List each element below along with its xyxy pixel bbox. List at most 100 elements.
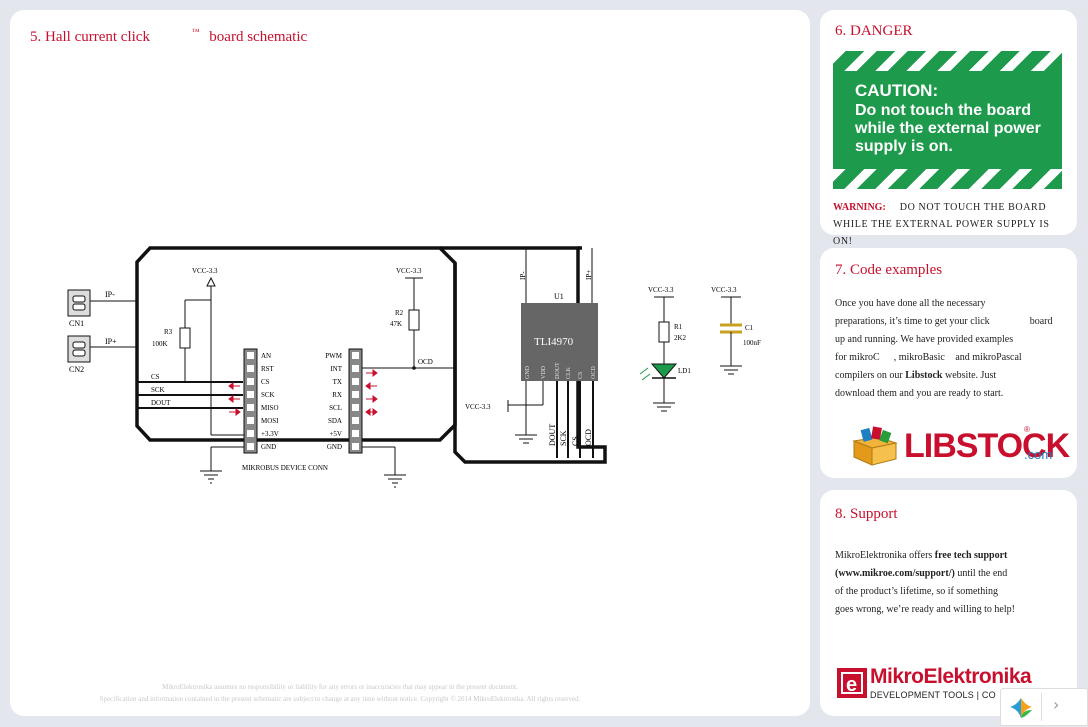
cn1-connector [67,289,137,317]
ground-symbol-left [200,470,222,484]
libstock-inline-link[interactable]: Libstock [905,370,943,381]
schematic-title: 5. Hall current click ™ board schematic [30,27,308,46]
u1-out-dout: DOUT [548,424,557,446]
code-line2b: board [1029,316,1053,327]
c1-ref: C1 [745,324,754,332]
support-url-link[interactable]: (www.mikroe.com/support/) [835,568,955,579]
caution-heading: CAUTION: [855,81,939,100]
right-pin-pwm: PWM [325,352,343,360]
svg-text:e: e [846,674,857,696]
code-line5a: compilers on our [835,370,903,381]
schematic-title-part2: board schematic [209,29,308,45]
right-pin-5v: +5V [329,430,342,438]
vcc-label-c1: VCC-3.3 [711,286,737,294]
caution-body: Do not touch the board while the externa… [855,102,1041,155]
led-ld1 [639,363,678,381]
right-pin-sda: SDA [328,417,342,425]
mikrobus-right-header [348,348,363,454]
r2-ref: R2 [395,309,404,317]
code-line5c: website. Just [945,370,997,381]
u1-chip [521,303,598,381]
u1-pin-ip-plus: IP+ [585,270,593,280]
footnote-copyright: Specification and information contained … [99,695,581,703]
floating-nav-widget[interactable]: › [1000,688,1088,726]
ground-symbol-u1 [515,434,537,444]
code-line2a: preparations, it’s time to get your clic… [835,316,990,327]
signal-direction-arrows-left [228,382,241,416]
u1-pin-vdd: VDD [541,365,547,379]
support-line2b: until the end [957,568,1008,579]
r1-ref: R1 [674,323,683,331]
u1-pin-clk: CLK [566,366,572,379]
code-examples-title: 7. Code examples [835,262,943,278]
u1-out-ocd: OCD [584,429,593,446]
u1-pin-ip-minus: IP- [519,271,527,280]
warning-label: WARNING: [833,202,886,213]
ground-symbol-led [653,402,675,412]
vcc-label-left: VCC-3.3 [192,267,218,275]
schematic-title-part1: 5. Hall current click [30,29,150,45]
left-pin-33v: +3.3V [261,430,279,438]
warning-body: DO NOT TOUCH THE BOARD WHILE THE EXTERNA… [833,202,1050,247]
widget-divider [1041,693,1042,721]
r3-ref: R3 [164,328,173,336]
net-cs: CS [151,373,160,381]
ground-symbol-c1 [720,365,742,375]
u1-out-sck: SCK [559,430,568,446]
vcc-label-u1: VCC-3.3 [465,403,491,411]
u1-ref: U1 [554,292,564,301]
code-examples-text: Once you have done all the necessary pre… [835,295,1065,403]
support-line3: of the product’s lifetime, so if somethi… [835,586,999,597]
ld1-label: LD1 [678,367,691,375]
code-line6: download them and you are ready to start… [835,388,1004,399]
support-text: MikroElektronika offers free tech suppor… [835,547,1070,619]
schematic-diagram: CN1 IP- CN2 IP+ VCC-3.3 R3 100K CS SCK D… [67,246,761,488]
chevron-right-icon[interactable]: › [1053,695,1060,714]
code-line3: up and running. We have provided example… [835,334,1014,345]
cn2-connector [67,335,137,363]
danger-title: 6. DANGER [835,23,913,39]
danger-panel: 6. DANGER CAUTION: Do not touch the boar… [820,10,1077,247]
r2-value: 47K [390,320,402,328]
libstock-registered: ® [1024,425,1030,434]
vcc-label-r2: VCC-3.3 [396,267,422,275]
r1-value: 2K2 [674,334,687,342]
u1-out-cs: CS [571,436,580,446]
code-line4c: and mikroPascal [955,352,1022,363]
u1-pin-gnd: GND [525,365,531,379]
support-title: 8. Support [835,506,898,522]
right-pin-int: INT [330,365,342,373]
caution-image: CAUTION: Do not touch the board while th… [833,51,1062,189]
c1-value: 100nF [743,339,761,347]
support-panel: 8. Support MikroElektronika offers free … [820,490,1077,716]
cn2-label: CN2 [69,365,84,374]
caution-stripes-bottom [833,169,1062,189]
libstock-domain: .com [1024,447,1053,462]
r3-value: 100K [152,340,168,348]
app-logo-icon [1010,698,1032,718]
mikroe-wordmark: MikroElektronika [870,665,1032,688]
right-pin-rx: RX [332,391,342,399]
ip-minus-label: IP- [105,290,115,299]
signal-direction-arrows-right [365,369,378,416]
mikroe-tagline: DEVELOPMENT TOOLS | CO [870,690,996,700]
code-examples-panel: 7. Code examples Once you have done all … [820,248,1077,478]
caution-stripes-top [833,51,1062,71]
libstock-logo[interactable]: LIBSTOCK ® .com [848,423,1070,467]
cn1-label: CN1 [69,319,84,328]
right-pin-gnd: GND [327,443,342,451]
capacitor-c1 [720,323,742,334]
libstock-box-icon [852,426,898,466]
u1-pin-ocd: OCD [591,366,597,379]
left-pin-an: AN [261,352,271,360]
code-line4a: for mikroC [835,352,880,363]
support-line1a: MikroElektronika offers [835,550,933,561]
libstock-wordmark: LIBSTOCK [904,427,1070,465]
left-pin-gnd: GND [261,443,276,451]
net-sck: SCK [151,386,165,394]
ocd-net-label: OCD [418,358,433,366]
mikrobus-left-header [243,348,258,454]
support-line4: goes wrong, we’re ready and willing to h… [835,604,1015,615]
ip-plus-label: IP+ [105,337,117,346]
support-free-tech: free tech support [934,550,1008,561]
